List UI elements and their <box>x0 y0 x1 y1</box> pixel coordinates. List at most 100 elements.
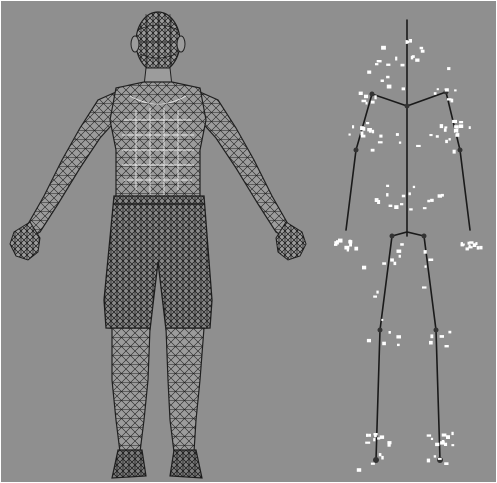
marker-dot <box>445 345 449 347</box>
marker-dot <box>397 250 402 253</box>
marker-dot <box>371 463 375 465</box>
marker-dot <box>381 46 386 50</box>
marker-dot <box>453 150 456 154</box>
marker-dot <box>448 331 451 334</box>
marker-dot <box>352 125 354 128</box>
marker-dot <box>406 40 408 44</box>
marker-dot <box>409 208 413 210</box>
marker-dot <box>374 95 376 99</box>
marker-dot <box>387 85 392 89</box>
marker-dot <box>428 259 433 262</box>
marker-dot <box>440 441 445 444</box>
marker-dot <box>447 67 450 70</box>
marker-dot <box>399 142 401 144</box>
marker-dot <box>423 207 427 209</box>
marker-dot <box>445 140 448 143</box>
marker-dot <box>347 249 349 252</box>
marker-dot <box>368 434 371 437</box>
marker-dot <box>381 319 383 321</box>
marker-dot <box>459 121 463 123</box>
marker-dot <box>475 242 477 245</box>
marker-dot <box>455 133 459 137</box>
marker-dot <box>438 458 442 460</box>
marker-dot <box>430 199 434 202</box>
marker-dot <box>366 122 369 124</box>
marker-dot <box>451 432 453 435</box>
marker-dot <box>436 135 439 138</box>
marker-dot <box>440 124 443 128</box>
marker-dot <box>373 438 375 441</box>
marker-dot <box>468 246 472 248</box>
marker-dot <box>416 145 421 147</box>
marker-dot <box>394 205 398 209</box>
marker-dot <box>386 76 389 79</box>
marker-dot <box>461 244 465 246</box>
marker-dot <box>396 133 399 136</box>
marker-dot <box>381 80 384 83</box>
marker-dot <box>415 59 419 62</box>
marker-dot <box>362 266 366 270</box>
marker-dot <box>380 435 384 439</box>
marker-dot <box>389 331 391 334</box>
marker-dot <box>413 186 415 188</box>
marker-dot <box>389 205 393 207</box>
marker-dot <box>376 291 378 294</box>
marker-dot <box>367 339 371 342</box>
marker-dot <box>434 455 436 457</box>
marker-dot <box>379 135 382 138</box>
marker-dot <box>424 250 427 254</box>
marker-dot <box>382 342 386 346</box>
marker-dot <box>420 47 424 50</box>
marker-dot <box>427 434 431 436</box>
marker-dot <box>361 135 366 138</box>
marker-dot <box>459 124 463 128</box>
marker-dot <box>444 126 447 128</box>
marker-dot <box>421 50 425 53</box>
marker-dot <box>452 120 457 123</box>
marker-dot <box>479 246 482 250</box>
marker-dot <box>427 459 430 463</box>
marker-dot <box>362 100 367 103</box>
marker-dot <box>349 134 351 136</box>
marker-dot <box>394 262 397 265</box>
marker-dot <box>444 128 447 132</box>
marker-dot <box>377 200 380 204</box>
marker-dot <box>412 55 415 58</box>
marker-dot <box>442 434 447 437</box>
marker-dot <box>402 195 405 198</box>
marker-dot <box>386 185 389 187</box>
marker-dot <box>409 192 411 195</box>
marker-dot <box>373 296 377 298</box>
marker-dot <box>386 64 390 66</box>
marker-dot <box>366 102 368 105</box>
marker-dot <box>446 435 450 439</box>
marker-dot <box>377 60 382 62</box>
marker-dot <box>399 255 401 258</box>
marker-dot <box>454 89 457 91</box>
marker-dot <box>440 335 444 338</box>
marker-dot <box>395 57 397 61</box>
marker-dot <box>469 126 471 129</box>
marker-dot <box>454 125 459 128</box>
marker-dot <box>427 200 430 203</box>
marker-dot <box>429 341 433 345</box>
marker-dot <box>400 243 404 246</box>
marker-dot <box>400 203 403 205</box>
marker-dot <box>378 141 383 143</box>
marker-dot <box>348 240 352 243</box>
marker-dot <box>441 194 444 197</box>
marker-dot <box>447 98 452 100</box>
marker-dot <box>434 92 437 95</box>
marker-dot <box>451 444 454 446</box>
marker-dot <box>388 444 391 447</box>
marker-dot <box>366 434 368 437</box>
marker-dot <box>446 88 449 91</box>
marker-dot <box>430 334 433 338</box>
marker-dot <box>357 468 361 472</box>
marker-dot <box>375 63 378 65</box>
marker-dot <box>336 240 338 243</box>
marker-dot <box>371 101 375 104</box>
